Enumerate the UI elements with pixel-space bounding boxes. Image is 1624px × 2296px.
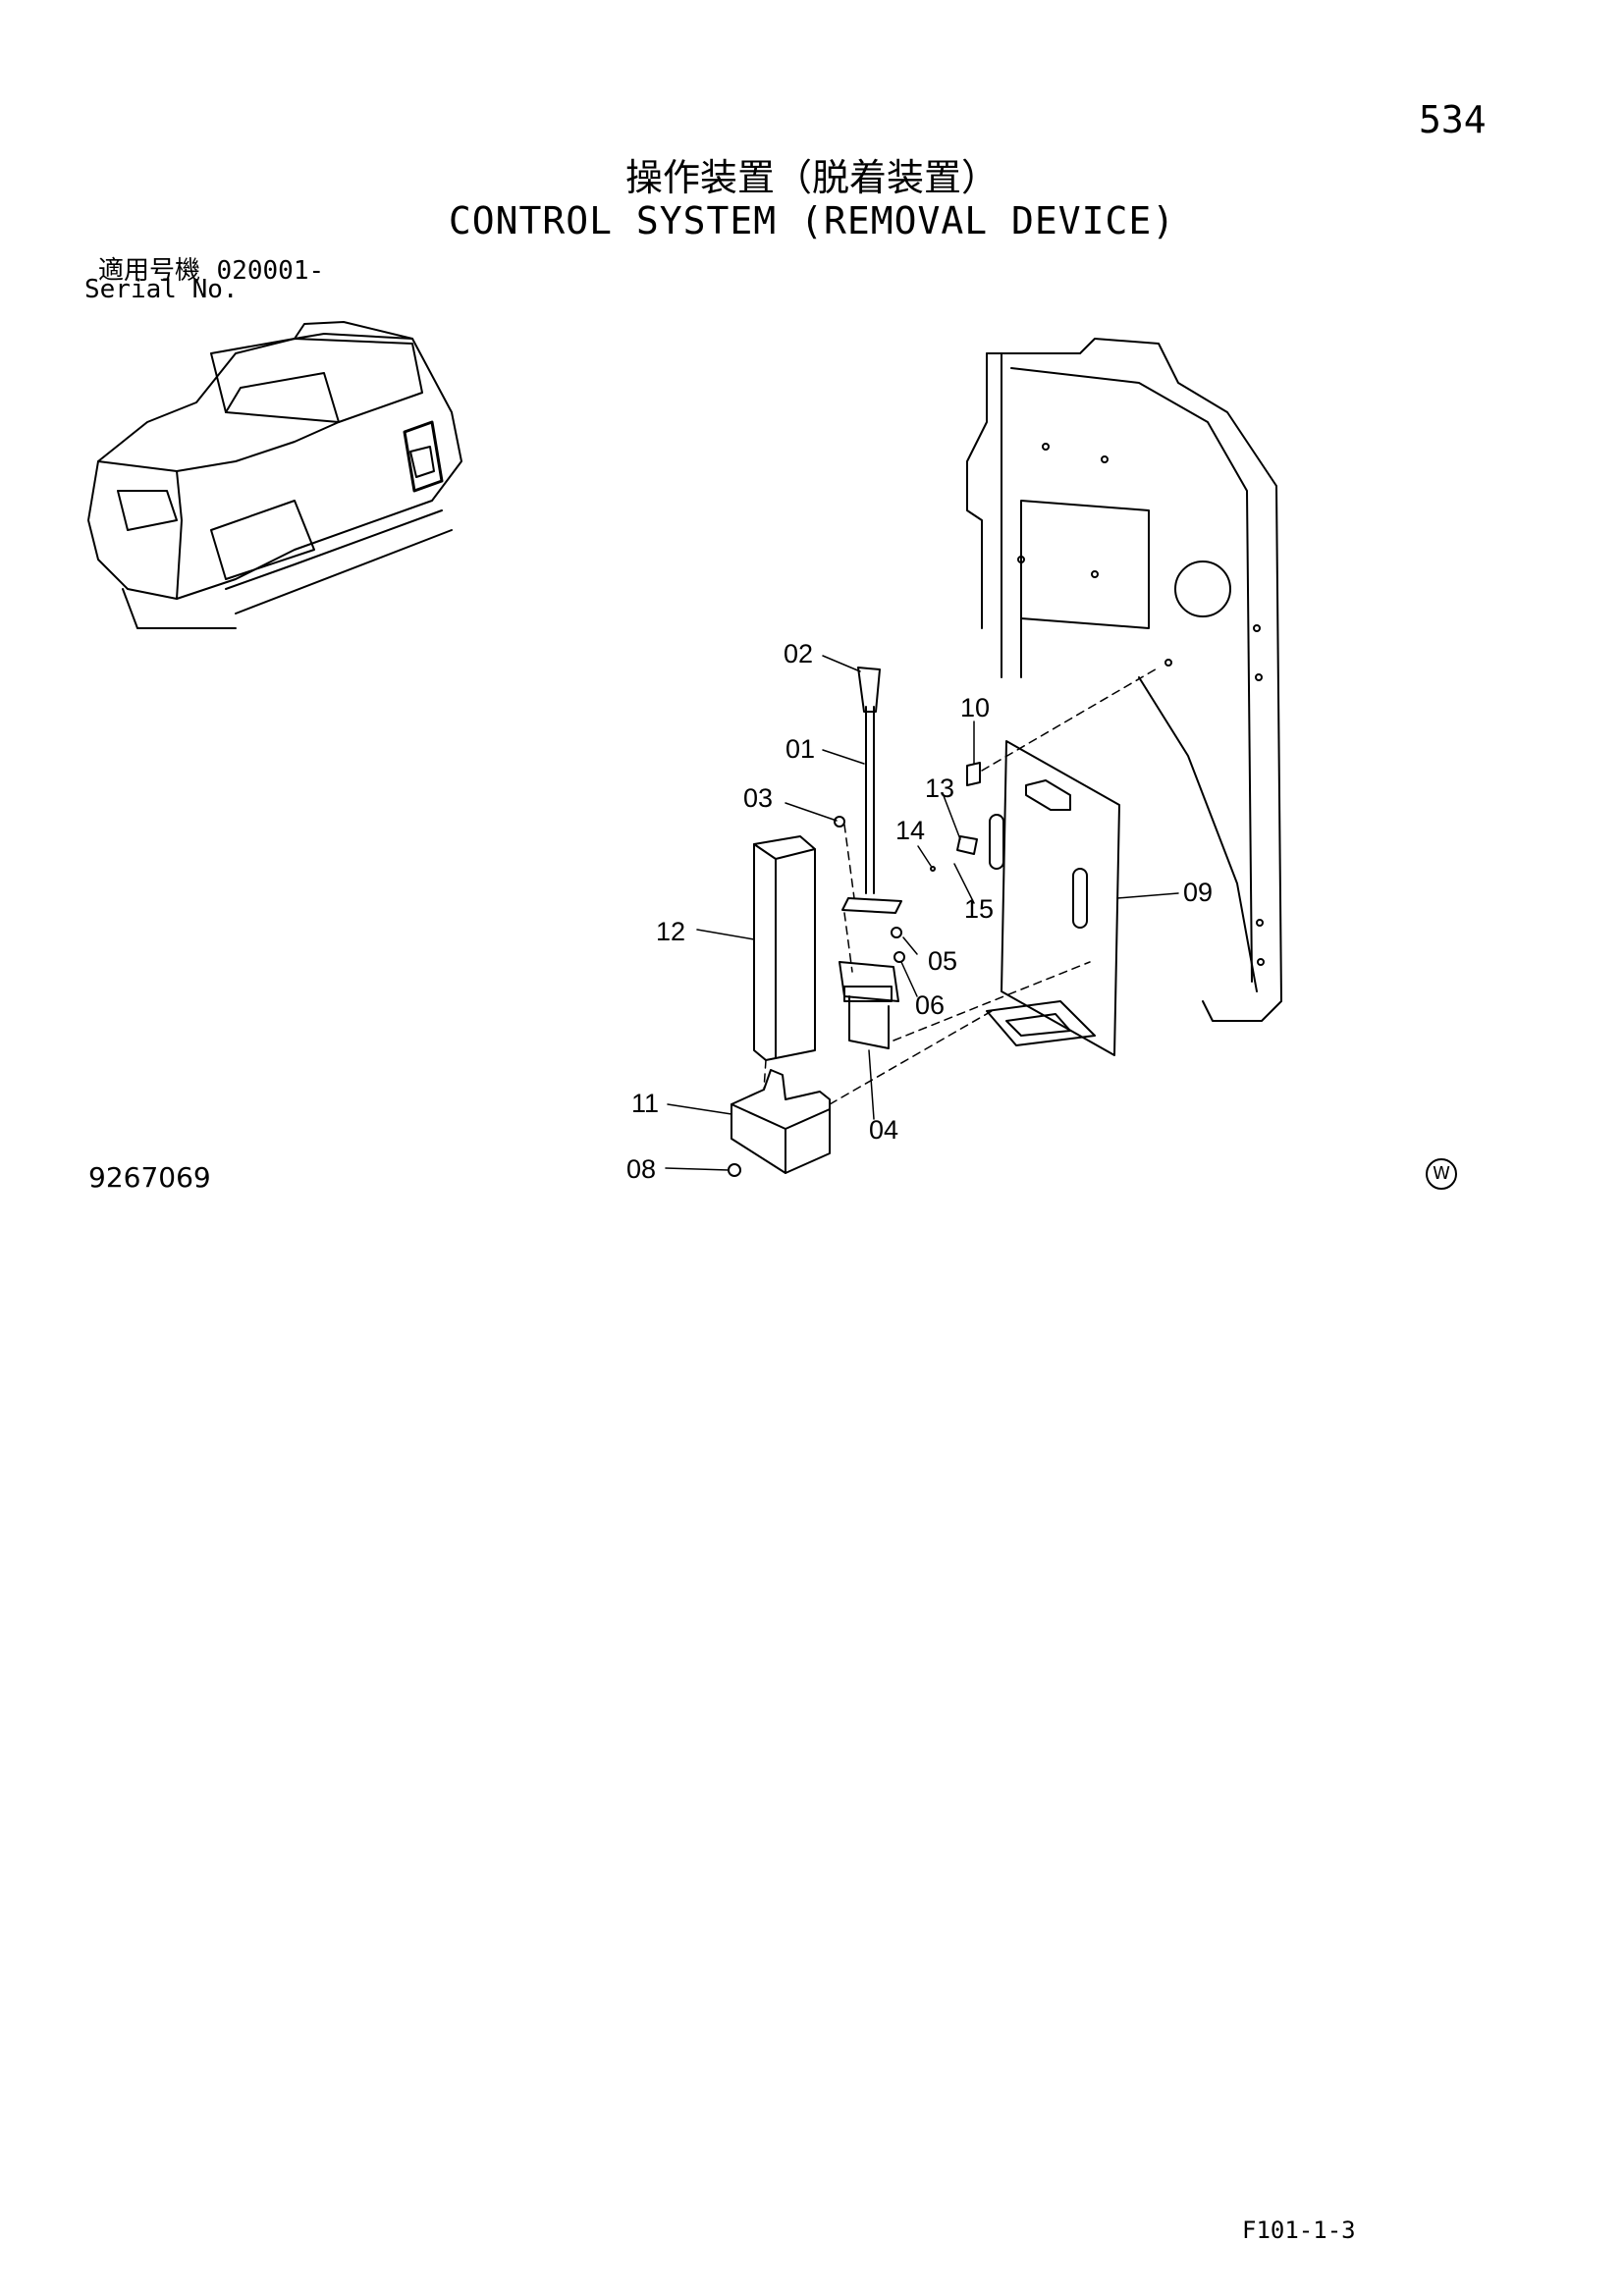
w-mark-icon: W <box>1426 1158 1457 1190</box>
lever-rod-01 <box>841 667 902 914</box>
bolt-10-icon <box>966 762 981 786</box>
bolt-08-icon <box>728 1163 741 1177</box>
assembly-dashed-lines <box>763 667 1160 1105</box>
excavator-overview <box>87 321 462 629</box>
callout-05: 05 <box>928 946 957 976</box>
callout-01: 01 <box>785 734 815 764</box>
callout-14: 14 <box>895 816 925 845</box>
serial-value: 020001- <box>216 256 325 286</box>
title-japanese: 操作装置（脱着装置） <box>624 156 999 199</box>
title-english: CONTROL SYSTEM (REMOVAL DEVICE) <box>448 199 1176 242</box>
callout-labels: 02 01 03 10 13 14 15 09 12 05 06 04 11 0… <box>626 639 1213 1184</box>
callout-11: 11 <box>631 1089 659 1118</box>
callout-12: 12 <box>656 917 685 946</box>
callout-02: 02 <box>784 639 813 668</box>
callout-15: 15 <box>964 894 994 924</box>
callout-03: 03 <box>743 783 773 813</box>
bolt-03-icon <box>834 816 845 828</box>
bracket-11 <box>731 1069 831 1174</box>
leader-lines <box>665 655 1179 1171</box>
footer-code: F101-1-3 <box>1242 2216 1356 2244</box>
callout-06: 06 <box>915 990 945 1020</box>
callout-09: 09 <box>1183 878 1213 907</box>
switch-04 <box>839 927 905 1049</box>
frame-panel <box>966 338 1282 1022</box>
callout-04: 04 <box>869 1115 898 1145</box>
serial-label-en: Serial No. <box>84 275 239 304</box>
serial-label-jp: 適用号機 020001- <box>98 250 324 287</box>
callout-10: 10 <box>960 693 990 722</box>
pin-14-icon <box>930 866 936 872</box>
mounting-plate-09 <box>986 740 1120 1056</box>
page-number: 534 <box>1419 98 1487 141</box>
serial-label-jp-text: 適用号機 <box>98 256 201 286</box>
spring-13-icon <box>956 835 978 855</box>
callout-13: 13 <box>925 774 954 803</box>
callout-08: 08 <box>626 1154 656 1184</box>
boot-12 <box>753 835 816 1061</box>
figure-code: 9267069 <box>88 1161 211 1194</box>
